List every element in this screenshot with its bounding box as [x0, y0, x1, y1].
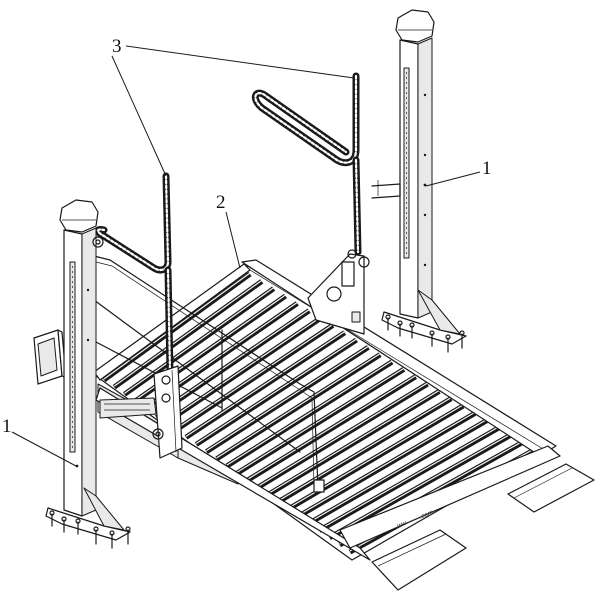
deck-slat [205, 345, 370, 454]
deck-slat [225, 359, 394, 469]
deck-slat [317, 425, 500, 533]
deck-slat [235, 367, 406, 476]
leader-2 [225, 211, 241, 269]
deck-slat-highlight [165, 316, 322, 423]
left-post [45, 199, 131, 549]
deck-slat-highlight [236, 367, 405, 473]
lift-chains [94, 72, 362, 376]
deck-slat-highlight [185, 331, 345, 437]
deck-slat [276, 396, 453, 505]
deck-slat [153, 308, 311, 418]
leader-3-front [111, 55, 167, 177]
deck-slat-highlight [257, 382, 428, 488]
callout-3: 3 [111, 36, 355, 177]
deck-slat [215, 352, 382, 462]
deck-slats [102, 271, 536, 555]
deck-slat [174, 323, 335, 433]
leader-3-rear [125, 45, 355, 79]
deck-slat [194, 337, 358, 447]
deck-slat-highlight [277, 397, 452, 502]
deck-slat-highlight [124, 287, 275, 394]
front-carriage [99, 365, 183, 459]
deck-slat [307, 418, 488, 526]
callout-1-left: 1 [2, 416, 77, 467]
deck-slat [266, 389, 441, 497]
deck-slat-highlight [154, 309, 310, 416]
deck-slat-highlight [267, 389, 440, 495]
control-box [33, 329, 67, 385]
deck-slat [246, 374, 418, 483]
callout-label-1-left: 1 [2, 416, 12, 437]
callout-label-3: 3 [112, 36, 122, 57]
deck-slat-highlight [206, 345, 369, 452]
deck-slat-highlight [226, 360, 393, 466]
deck-slat-highlight [113, 279, 263, 387]
deck-slat-highlight [247, 375, 416, 480]
deck-slat [102, 271, 252, 383]
deck-slat [297, 411, 477, 519]
deck-slat-highlight [318, 426, 499, 531]
deck-slat-highlight [308, 419, 487, 523]
leader-1-right [425, 171, 481, 187]
callout-1-right: 1 [425, 158, 492, 187]
callout-2: 2 [216, 192, 241, 269]
right-post [371, 9, 467, 353]
deck-slat [184, 330, 347, 440]
leader-1-left [11, 431, 77, 467]
deck-slat [256, 381, 429, 490]
deck-slat [328, 433, 512, 540]
deck-slat-highlight [103, 272, 251, 380]
deck-slat-highlight [329, 433, 511, 538]
callout-label-2: 2 [216, 192, 226, 213]
rear-carriage [307, 249, 370, 335]
deck-slat [112, 279, 264, 390]
deck-slat-highlight [216, 353, 381, 459]
deck-slat-highlight [175, 323, 334, 430]
deck-slat [122, 286, 276, 397]
deck-slat [164, 315, 323, 426]
deck-slat-highlight [195, 338, 357, 445]
callout-label-1-right: 1 [482, 158, 492, 179]
deck-slat-highlight [298, 411, 476, 516]
